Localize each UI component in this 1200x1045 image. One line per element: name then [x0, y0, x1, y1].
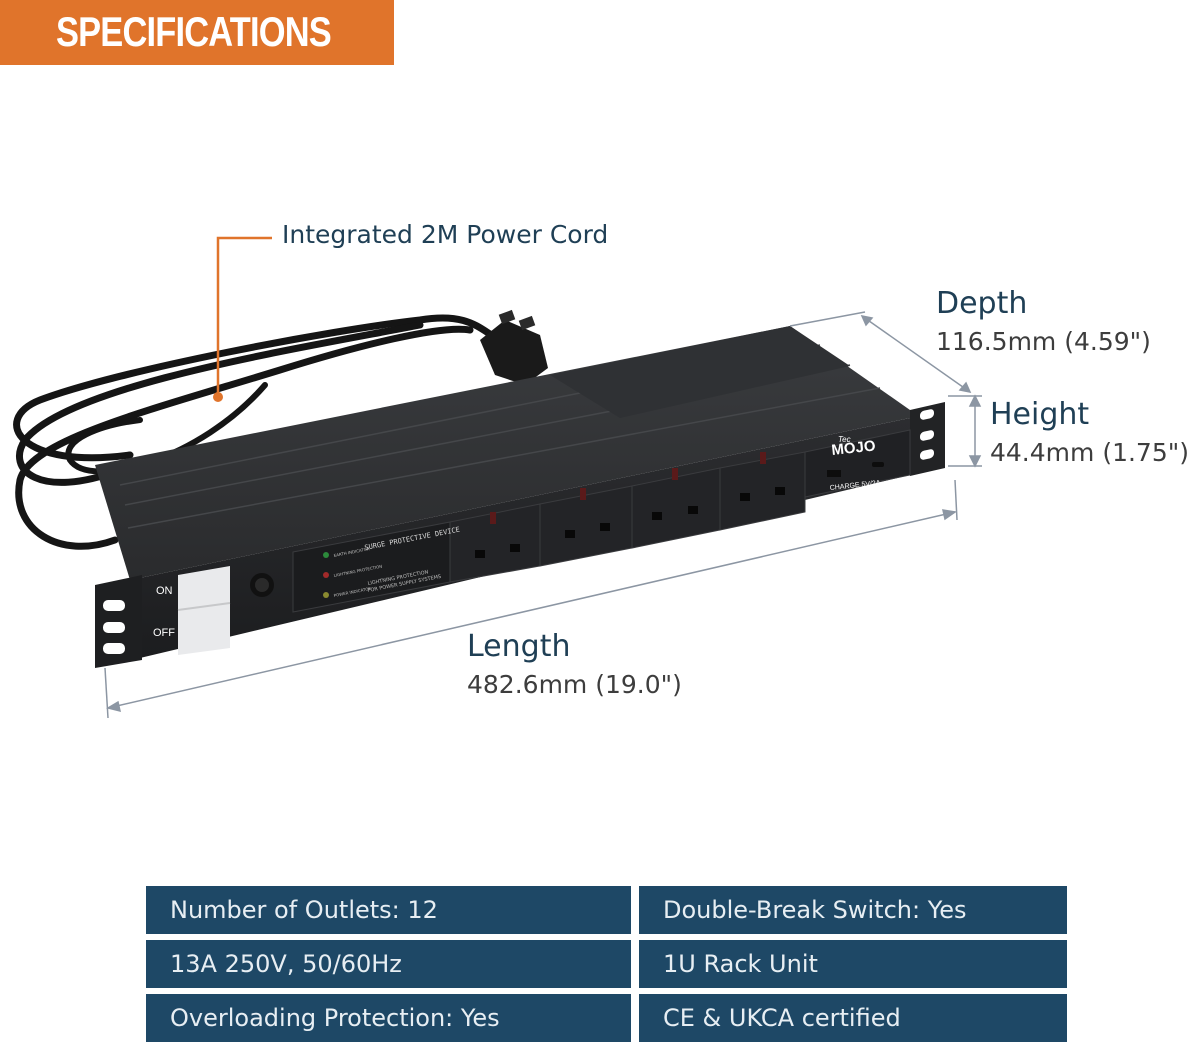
page-title: SPECIFICATIONS	[56, 8, 332, 55]
spec-cell-rack-unit: 1U Rack Unit	[639, 940, 1067, 988]
spec-cell-certified: CE & UKCA certified	[639, 994, 1067, 1042]
left-rack-ear	[95, 575, 142, 668]
device-brand-small: Tec	[838, 435, 851, 444]
depth-label: Depth	[936, 286, 1028, 321]
power-cord	[13, 314, 504, 550]
plug-icon	[480, 309, 548, 385]
power-cord-callout: Integrated 2M Power Cord	[282, 220, 609, 249]
power-cord-leader	[213, 236, 272, 402]
spec-cell-rating: 13A 250V, 50/60Hz	[146, 940, 631, 988]
device-switch-off: OFF	[153, 627, 175, 639]
usb-c-port-icon	[872, 462, 884, 467]
depth-dimension-line	[789, 311, 972, 394]
length-label: Length	[467, 629, 571, 664]
height-value: 44.4mm (1.75")	[990, 438, 1189, 467]
header-banner: SPECIFICATIONS	[0, 0, 394, 65]
depth-value: 116.5mm (4.59")	[936, 327, 1151, 356]
top-spec-label	[550, 326, 850, 418]
device-indicator-1: EARTH INDICATOR	[333, 546, 370, 558]
right-rack-ear	[910, 402, 945, 476]
power-switch	[177, 566, 274, 655]
length-value: 482.6mm (19.0")	[467, 670, 682, 699]
socket-row	[449, 429, 911, 583]
usb-a-port-icon	[827, 470, 841, 477]
spec-cell-outlets: Number of Outlets: 12	[146, 886, 631, 934]
height-label: Height	[990, 397, 1090, 432]
spec-cell-double-break: Double-Break Switch: Yes	[639, 886, 1067, 934]
device-switch-on: ON	[156, 585, 173, 597]
spec-cell-overload: Overloading Protection: Yes	[146, 994, 631, 1042]
device-brand: MOJO	[831, 437, 877, 459]
length-dimension-line	[104, 479, 958, 719]
height-dimension-line	[948, 394, 982, 468]
